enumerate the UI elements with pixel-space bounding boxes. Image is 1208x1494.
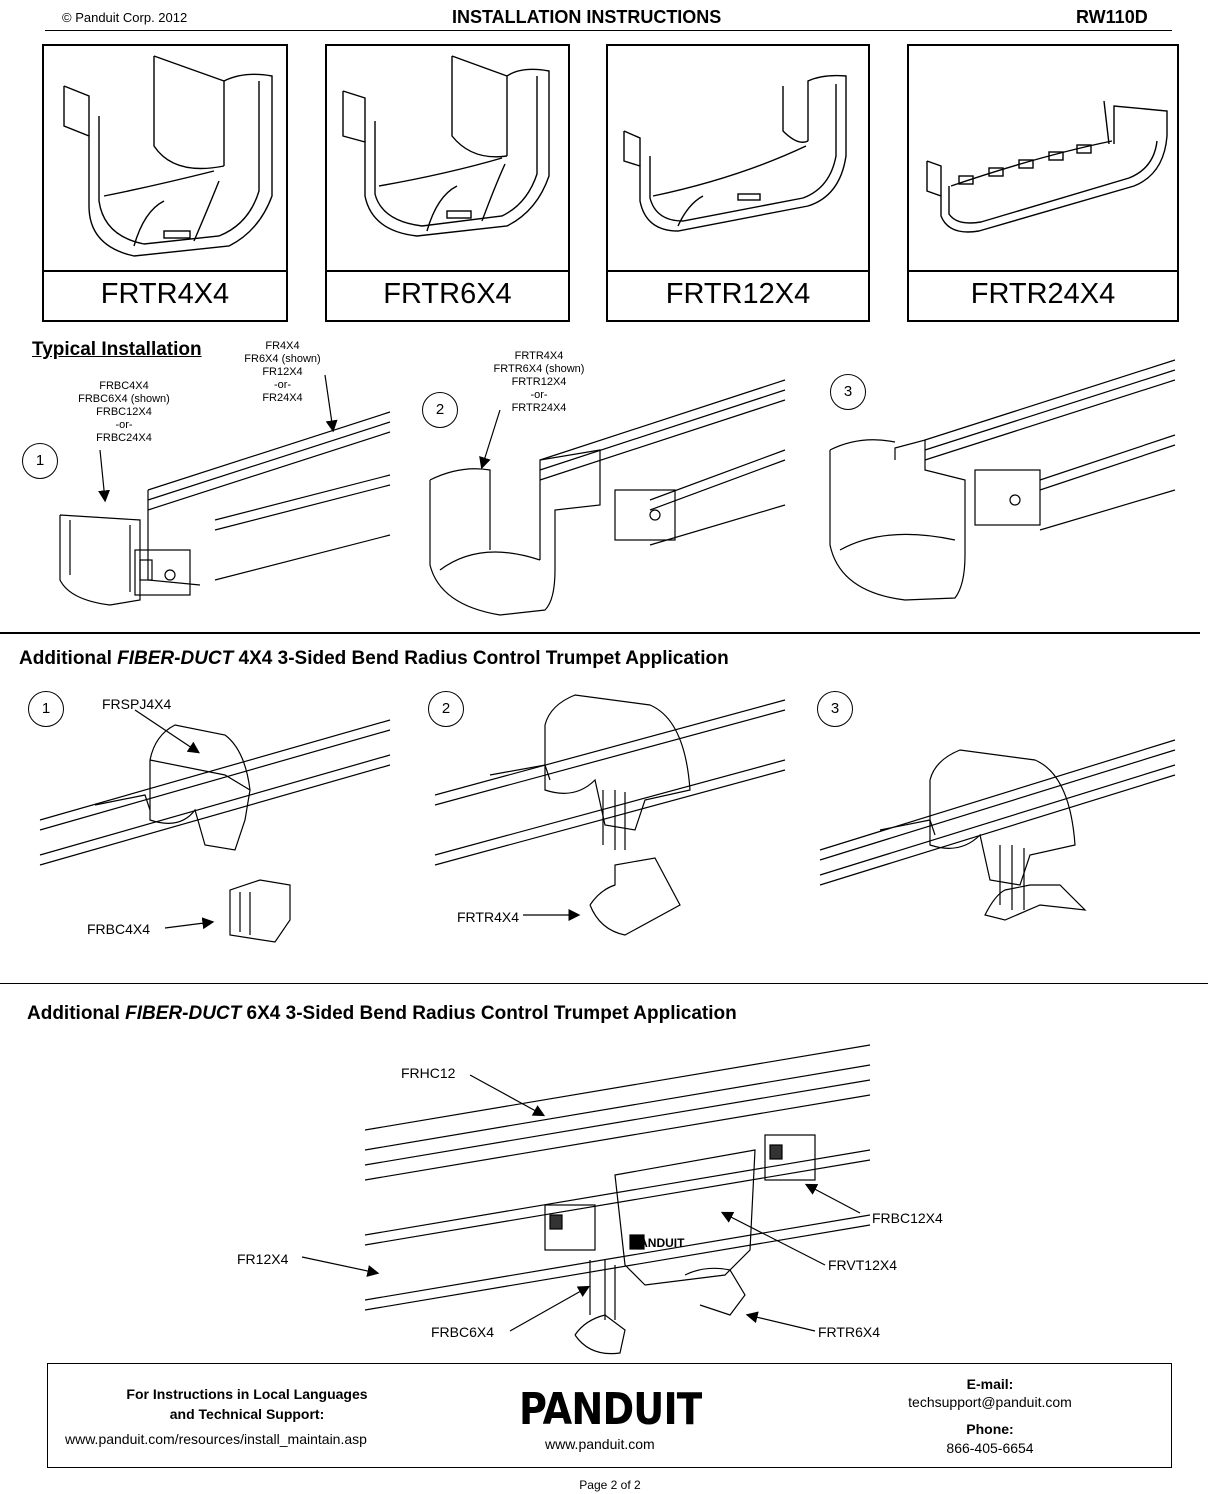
title-brand: FIBER-DUCT	[125, 1003, 242, 1024]
copyright: © Panduit Corp. 2012	[62, 10, 188, 25]
callout-frbc: FRBC4X4	[87, 921, 151, 937]
support-heading-line: For Instructions in Local Languages	[126, 1386, 368, 1402]
callout-line: FRTR12X4	[511, 376, 567, 388]
phone-number: 866-405-6654	[946, 1440, 1034, 1456]
product-card-frtr4x4: FRTR4X4	[42, 44, 288, 322]
callout-line: -or-	[115, 419, 133, 431]
panduit-mark-on-part: PANDUIT	[632, 1236, 685, 1250]
support-heading: For Instructions in Local Languages and …	[97, 1384, 397, 1424]
email-label: E-mail:	[966, 1376, 1014, 1392]
product-label: FRTR6X4	[383, 278, 512, 310]
callout-frbc-list: FRBC4X4 FRBC6X4 (shown) FRBC12X4 -or- FR…	[68, 380, 180, 445]
product-image	[909, 46, 1177, 272]
callout-line: FRTR24X4	[511, 402, 567, 414]
callout-line: FRBC12X4	[96, 406, 152, 418]
title-suffix: 6X4 3-Sided Bend Radius Control Trumpet …	[241, 1003, 737, 1024]
product-label: FRTR12X4	[665, 278, 811, 310]
trumpet-drawing	[63, 55, 273, 257]
section-divider	[0, 632, 1200, 634]
phone-label: Phone:	[966, 1421, 1014, 1437]
website-link[interactable]: www.panduit.com	[545, 1436, 655, 1452]
callout-line: FR12X4	[262, 366, 303, 378]
section-6x4-title: Additional FIBER-DUCT 6X4 3-Sided Bend R…	[27, 1003, 737, 1025]
callout-line: FRBC4X4	[99, 380, 149, 392]
title-suffix: 4X4 3-Sided Bend Radius Control Trumpet …	[233, 648, 729, 669]
product-label: FRTR4X4	[100, 278, 230, 310]
callout-frvt12x4: FRVT12X4	[828, 1257, 897, 1273]
product-card-frtr12x4: FRTR12X4	[606, 44, 870, 322]
step-1-circle: 1	[22, 443, 58, 479]
trumpet-drawing	[623, 74, 847, 232]
product-image	[608, 46, 868, 272]
callout-line: FRTR4X4	[514, 350, 564, 362]
product-label: FRTR24X4	[970, 278, 1116, 310]
callout-line: FR6X4 (shown)	[244, 353, 321, 365]
callout-frbc6x4: FRBC6X4	[431, 1324, 495, 1340]
product-card-frtr24x4: FRTR24X4	[907, 44, 1179, 322]
install-url-link[interactable]: www.panduit.com/resources/install_mainta…	[65, 1431, 367, 1447]
email-link[interactable]: techsupport@panduit.com	[908, 1394, 1072, 1410]
callout-frbc12x4: FRBC12X4	[872, 1210, 943, 1226]
callout-line: FRBC24X4	[96, 432, 152, 444]
step-2-circle: 2	[422, 392, 458, 428]
step-2-circle: 2	[428, 691, 464, 727]
callout-line: FRTR6X4 (shown)	[493, 363, 585, 375]
callout-fr12x4: FR12X4	[237, 1251, 289, 1267]
callout-line: FR4X4	[265, 340, 300, 352]
trumpet-drawing	[342, 55, 550, 237]
callout-line: FRBC6X4 (shown)	[78, 393, 170, 405]
typical-installation-title: Typical Installation	[32, 339, 202, 360]
section-divider	[0, 983, 1208, 984]
trumpet-drawing	[926, 100, 1168, 233]
logo-text: PANDUIT	[519, 1384, 702, 1430]
callout-frhc12: FRHC12	[401, 1065, 456, 1081]
callout-line: -or-	[273, 379, 292, 391]
callout-line: -or-	[530, 389, 548, 401]
step-3-circle: 3	[830, 374, 866, 410]
panduit-logo: PANDUIT	[519, 1384, 702, 1430]
section-4x4-drawings	[39, 694, 1176, 943]
title-brand: FIBER-DUCT	[117, 648, 234, 669]
callout-frtr-list: FRTR4X4 FRTR6X4 (shown) FRTR12X4 -or- FR…	[484, 350, 594, 415]
callout-fr-list: FR4X4 FR6X4 (shown) FR12X4 -or- FR24X4	[235, 340, 330, 405]
callout-frtr6x4: FRTR6X4	[818, 1324, 880, 1340]
section-6x4-drawing: PANDUIT	[301, 1044, 871, 1355]
title-prefix: Additional	[19, 648, 118, 669]
product-card-frtr6x4: FRTR6X4	[325, 44, 570, 322]
product-image	[44, 46, 286, 272]
step-3-circle: 3	[817, 691, 853, 727]
footer-box	[47, 1363, 1172, 1468]
document-title: INSTALLATION INSTRUCTIONS	[452, 7, 722, 27]
callout-frtr: FRTR4X4	[457, 909, 519, 925]
typical-installation-drawings	[59, 359, 1176, 616]
product-image	[327, 46, 568, 272]
page-number: Page 2 of 2	[579, 1478, 641, 1492]
title-prefix: Additional	[27, 1003, 126, 1024]
callout-frspj: FRSPJ4X4	[102, 696, 172, 712]
callout-line: FR24X4	[262, 392, 303, 404]
document-code: RW110D	[1076, 7, 1148, 27]
page-header	[45, 0, 1172, 31]
step-1-circle: 1	[28, 691, 64, 727]
section-4x4-title: Additional FIBER-DUCT 4X4 3-Sided Bend R…	[19, 648, 729, 670]
support-heading-line: and Technical Support:	[169, 1406, 325, 1422]
